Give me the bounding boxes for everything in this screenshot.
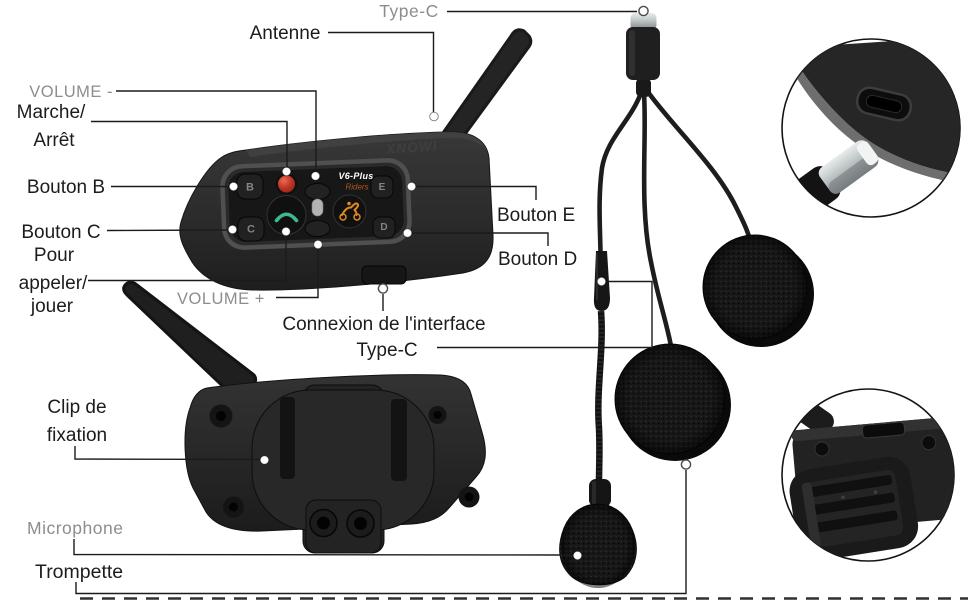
intercom-rear-view bbox=[122, 280, 486, 554]
callout-bouton-b: Bouton B bbox=[27, 177, 105, 198]
button-c: C bbox=[237, 216, 265, 242]
callout-type-c-cable: Type-C bbox=[379, 1, 438, 21]
antenna bbox=[422, 28, 533, 162]
button-d: D bbox=[372, 216, 396, 239]
clip-bolt-left bbox=[309, 508, 338, 538]
marker-bouton-e bbox=[406, 181, 417, 192]
marker-microphone bbox=[572, 550, 583, 561]
clip-rail-left bbox=[280, 397, 295, 479]
power-button bbox=[275, 173, 298, 195]
leader-lines bbox=[73, 10, 968, 600]
clip-bolt-right bbox=[346, 509, 375, 538]
callout-bouton-c: Bouton C bbox=[21, 222, 100, 243]
callout-volume-plus: VOLUME + bbox=[177, 290, 265, 308]
leader-volume-moins bbox=[116, 90, 317, 171]
clip-rail-right bbox=[391, 399, 407, 481]
usb-c-plug bbox=[626, 13, 660, 97]
callout-bouton-d: Bouton D bbox=[498, 249, 577, 270]
leader-connexion-connector bbox=[437, 280, 653, 349]
button-b: B bbox=[236, 173, 264, 200]
brand-embossed: XNOWI bbox=[385, 138, 439, 157]
marker-marche-arret bbox=[281, 166, 292, 177]
button-b-label: B bbox=[246, 182, 254, 194]
rear-antenna bbox=[122, 280, 258, 396]
callout-clip-line1: Clip de bbox=[47, 397, 106, 418]
type-c-port-stub bbox=[361, 265, 407, 285]
housing-top-bevel bbox=[246, 131, 487, 157]
series-label: Riders bbox=[345, 183, 368, 192]
marker-connexion-connector bbox=[596, 276, 607, 287]
cable-to-microphone bbox=[597, 90, 644, 255]
marker-volume-moins bbox=[310, 171, 321, 181]
inset-type-c-port bbox=[855, 86, 913, 122]
marker-volume-plus bbox=[313, 239, 323, 250]
button-d-label: D bbox=[380, 222, 387, 233]
leader-antenne bbox=[328, 31, 435, 112]
phone-icon bbox=[274, 212, 299, 223]
callout-pour-line2: appeler/ bbox=[19, 273, 88, 294]
button-e-label: E bbox=[379, 182, 386, 193]
marker-appeler-jouer bbox=[281, 226, 291, 237]
cable-to-upper-speaker bbox=[645, 89, 753, 246]
callout-connexion-line1: Connexion de l'interface bbox=[282, 314, 485, 335]
leader-bouton-c bbox=[106, 229, 230, 232]
marker-type-c-cable bbox=[638, 5, 649, 17]
callout-volume-moins: VOLUME - bbox=[29, 83, 113, 101]
marker-bouton-b bbox=[228, 181, 239, 192]
headset-cable-assembly bbox=[559, 13, 814, 588]
intercom-button bbox=[332, 194, 367, 229]
callout-antenne: Antenne bbox=[250, 23, 321, 44]
callout-connexion-line2: Type-C bbox=[356, 340, 417, 361]
motorcycle-icon bbox=[339, 201, 361, 221]
housing-screws bbox=[209, 404, 480, 518]
volume-pill-indicator bbox=[311, 198, 324, 217]
volume-rocker bbox=[304, 183, 331, 237]
callout-labels: Type-C Antenne VOLUME - Marche/ Arrêt Bo… bbox=[17, 1, 578, 583]
marker-bouton-d bbox=[402, 228, 413, 238]
callout-markers bbox=[227, 5, 692, 561]
marker-antenne bbox=[429, 111, 439, 122]
inset-clip-closeup bbox=[781, 388, 955, 562]
leader-appeler-jouer bbox=[88, 236, 287, 282]
callout-trompette: Trompette bbox=[35, 561, 123, 583]
callout-pour-line1: Pour bbox=[34, 245, 75, 266]
marker-clip bbox=[259, 455, 270, 465]
inset-clip-plate bbox=[789, 456, 919, 561]
callout-marche-line2: Arrêt bbox=[33, 130, 75, 151]
callout-clip-line2: fixation bbox=[47, 425, 107, 446]
microphone-foam bbox=[559, 503, 637, 588]
button-c-label: C bbox=[247, 224, 255, 236]
marker-trompette bbox=[680, 459, 692, 470]
leader-clip bbox=[74, 446, 261, 461]
callout-pour-line3: jouer bbox=[30, 296, 74, 317]
leader-volume-plus bbox=[276, 249, 319, 299]
intercom-front-view: XNOWI B C E D bbox=[179, 28, 533, 291]
leader-bouton-e bbox=[416, 185, 537, 200]
lower-speaker bbox=[614, 343, 731, 461]
marker-connexion-port bbox=[377, 283, 389, 294]
callout-microphone: Microphone bbox=[27, 518, 123, 538]
leader-bouton-d bbox=[412, 232, 549, 246]
callout-marche-line1: Marche/ bbox=[17, 102, 86, 123]
leader-marche-arret bbox=[91, 120, 288, 168]
inset-usb-c-plug bbox=[788, 140, 879, 217]
model-label: V6-Plus bbox=[338, 171, 373, 181]
leader-trompette bbox=[75, 470, 687, 595]
cable-to-lower-speaker bbox=[641, 91, 674, 349]
microphone-boom bbox=[589, 310, 611, 507]
upper-speaker bbox=[702, 234, 814, 347]
callout-bouton-e: Bouton E bbox=[497, 205, 575, 226]
leader-microphone bbox=[73, 539, 572, 556]
call-button bbox=[266, 195, 307, 235]
button-e: E bbox=[370, 175, 394, 199]
marker-bouton-c bbox=[227, 224, 238, 235]
inset-type-c-closeup bbox=[781, 38, 961, 218]
